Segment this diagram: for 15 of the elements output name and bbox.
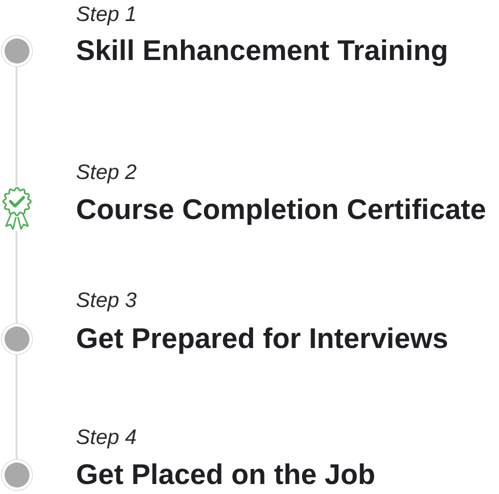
timeline-dot bbox=[0, 35, 32, 67]
step-label: Step 2 bbox=[76, 160, 137, 184]
timeline-connector bbox=[16, 231, 18, 323]
timeline-dot bbox=[0, 459, 32, 491]
award-badge-icon bbox=[0, 186, 32, 231]
timeline-connector bbox=[16, 67, 18, 186]
step-label: Step 1 bbox=[76, 2, 137, 26]
step-label: Step 3 bbox=[76, 288, 137, 312]
timeline-connector bbox=[16, 355, 18, 459]
step-title: Get Placed on the Job bbox=[76, 458, 376, 492]
step-title: Course Completion Certificate bbox=[76, 193, 486, 227]
step-title: Get Prepared for Interviews bbox=[76, 322, 448, 356]
step-label: Step 4 bbox=[76, 424, 137, 450]
timeline-dot bbox=[0, 323, 32, 355]
step-title: Skill Enhancement Training bbox=[76, 34, 448, 68]
